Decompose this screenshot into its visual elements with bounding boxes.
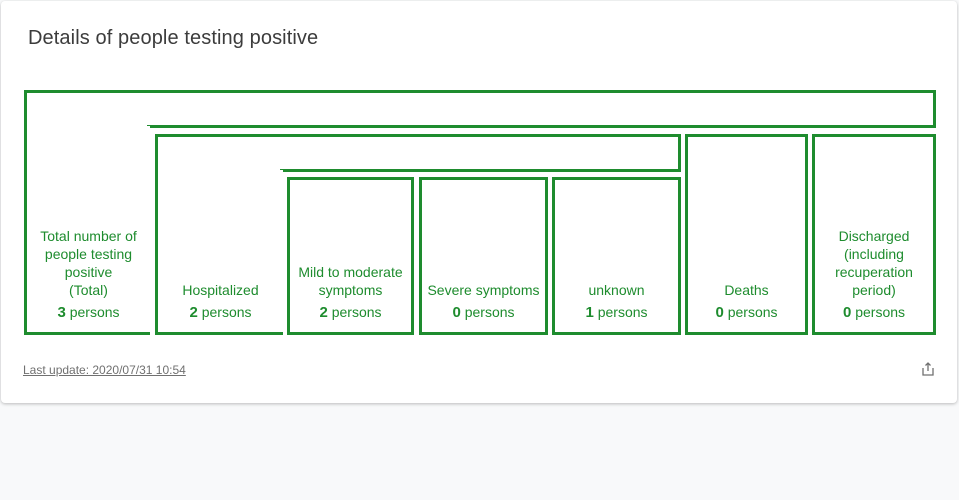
node-unknown-value: 1: [585, 304, 594, 321]
node-total: Total number of people testing positive …: [24, 126, 150, 335]
node-deaths-value: 0: [715, 304, 724, 321]
node-mild-label-1: Mild to moderate: [298, 264, 403, 280]
node-hospitalized-unit: persons: [201, 304, 252, 320]
node-severe-unit: persons: [464, 304, 515, 320]
node-hospitalized-label: Hospitalized: [182, 282, 259, 298]
node-mild-count: 2 persons: [294, 303, 407, 322]
node-mild-unit: persons: [331, 304, 382, 320]
node-severe-label: Severe symptoms: [427, 282, 540, 298]
node-total-unit: persons: [69, 304, 120, 320]
share-icon[interactable]: [920, 361, 936, 377]
node-mild: Mild to moderate symptoms 2 persons: [287, 177, 414, 335]
node-discharged-unit: persons: [855, 304, 906, 320]
card-title: Details of people testing positive: [28, 27, 319, 49]
node-discharged-label-3: recuperation: [835, 264, 913, 280]
node-unknown-unit: persons: [597, 304, 648, 320]
node-total-label-1: Total number of: [40, 228, 137, 244]
node-hospitalized: Hospitalized 2 persons: [155, 170, 283, 335]
node-discharged-count: 0 persons: [819, 303, 929, 322]
node-hospitalized-value: 2: [189, 304, 198, 321]
node-unknown-label: unknown: [588, 282, 645, 298]
node-deaths-unit: persons: [727, 304, 778, 320]
node-total-label-4: (Total): [69, 282, 108, 298]
node-deaths-count: 0 persons: [692, 303, 801, 322]
node-severe-value: 0: [452, 304, 461, 321]
node-severe: Severe symptoms 0 persons: [419, 177, 548, 335]
node-deaths: Deaths 0 persons: [685, 134, 808, 335]
node-discharged-label-1: Discharged: [838, 228, 910, 244]
node-total-count: 3 persons: [31, 303, 146, 322]
node-severe-count: 0 persons: [426, 303, 541, 322]
node-mild-value: 2: [319, 304, 328, 321]
node-discharged: Discharged (including recuperation perio…: [812, 134, 936, 335]
last-update-link[interactable]: Last update: 2020/07/31 10:54: [23, 363, 186, 377]
node-total-label-3: positive: [64, 264, 113, 280]
node-hospitalized-count: 2 persons: [162, 303, 279, 322]
node-discharged-value: 0: [842, 304, 852, 321]
node-mild-label-2: symptoms: [318, 282, 383, 298]
node-total-label-2: people testing: [44, 246, 133, 262]
node-unknown: unknown 1 persons: [552, 177, 681, 335]
node-discharged-label-4: period): [852, 282, 896, 298]
node-discharged-label-2: (including: [844, 246, 904, 262]
node-deaths-label: Deaths: [724, 282, 769, 298]
node-total-value: 3: [57, 304, 66, 321]
node-unknown-count: 1 persons: [559, 303, 674, 322]
